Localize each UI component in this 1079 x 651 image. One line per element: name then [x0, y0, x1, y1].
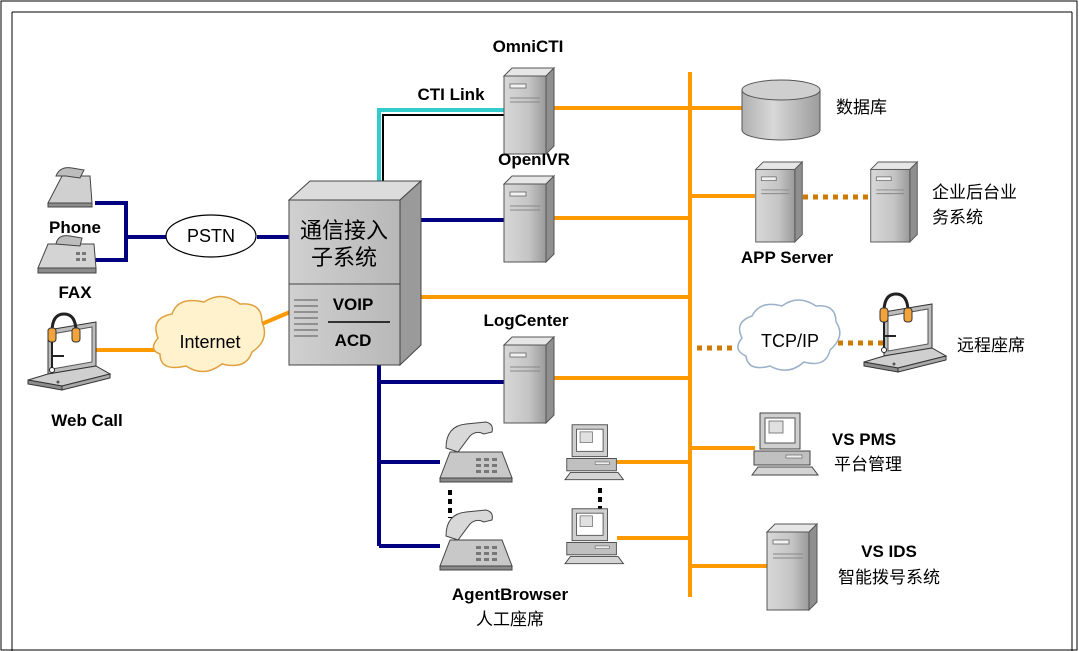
- logcenter-server-icon: [503, 336, 555, 424]
- acd-label: ACD: [335, 331, 372, 350]
- fax-label: FAX: [58, 283, 92, 302]
- backend-label-line2: 务系统: [932, 208, 983, 227]
- internet-label: Internet: [179, 332, 240, 352]
- omnicti-server-icon: [503, 67, 555, 155]
- tcpip-label: TCP/IP: [761, 331, 819, 351]
- voip-label: VOIP: [333, 295, 374, 314]
- web-call-label: Web Call: [51, 411, 122, 430]
- logcenter-label: LogCenter: [484, 311, 569, 330]
- pstn-label: PSTN: [187, 226, 235, 246]
- internet-cloud: [152, 295, 266, 373]
- omnicti-label: OmniCTI: [493, 37, 564, 56]
- vs-ids-server-icon: [766, 523, 818, 611]
- phone-icon: [47, 167, 93, 208]
- vs-ids-sub-label: 智能拨号系统: [838, 568, 940, 587]
- fax-icon: [37, 235, 97, 274]
- cti-link-label: CTI Link: [417, 85, 485, 104]
- openivr-server-icon: [503, 175, 555, 263]
- remote-agent-label: 远程座席: [957, 336, 1025, 355]
- backend-server-icon: [870, 161, 918, 243]
- app-server-label: APP Server: [741, 248, 834, 267]
- backend-label-line1: 企业后台业: [932, 183, 1017, 202]
- vs-pms-sub-label: 平台管理: [834, 455, 902, 474]
- agent-browser-sub-label: 人工座席: [476, 610, 544, 629]
- openivr-label: OpenIVR: [498, 150, 570, 169]
- access-subsystem: 通信接入 子系统 VOIP ACD: [287, 179, 423, 367]
- vs-ids-label: VS IDS: [861, 542, 917, 561]
- phone-label: Phone: [49, 218, 101, 237]
- vs-pms-label: VS PMS: [832, 430, 896, 449]
- database-label: 数据库: [836, 98, 887, 117]
- access-subsystem-label-line2: 子系统: [311, 245, 377, 270]
- database-icon: [741, 79, 821, 141]
- app-server-icon: [755, 161, 803, 243]
- agent-browser-label: AgentBrowser: [452, 585, 569, 604]
- tcpip-cloud: [737, 299, 841, 371]
- connections: [95, 72, 884, 597]
- pstn-cloud: [165, 214, 257, 258]
- access-subsystem-label-line1: 通信接入: [300, 218, 388, 243]
